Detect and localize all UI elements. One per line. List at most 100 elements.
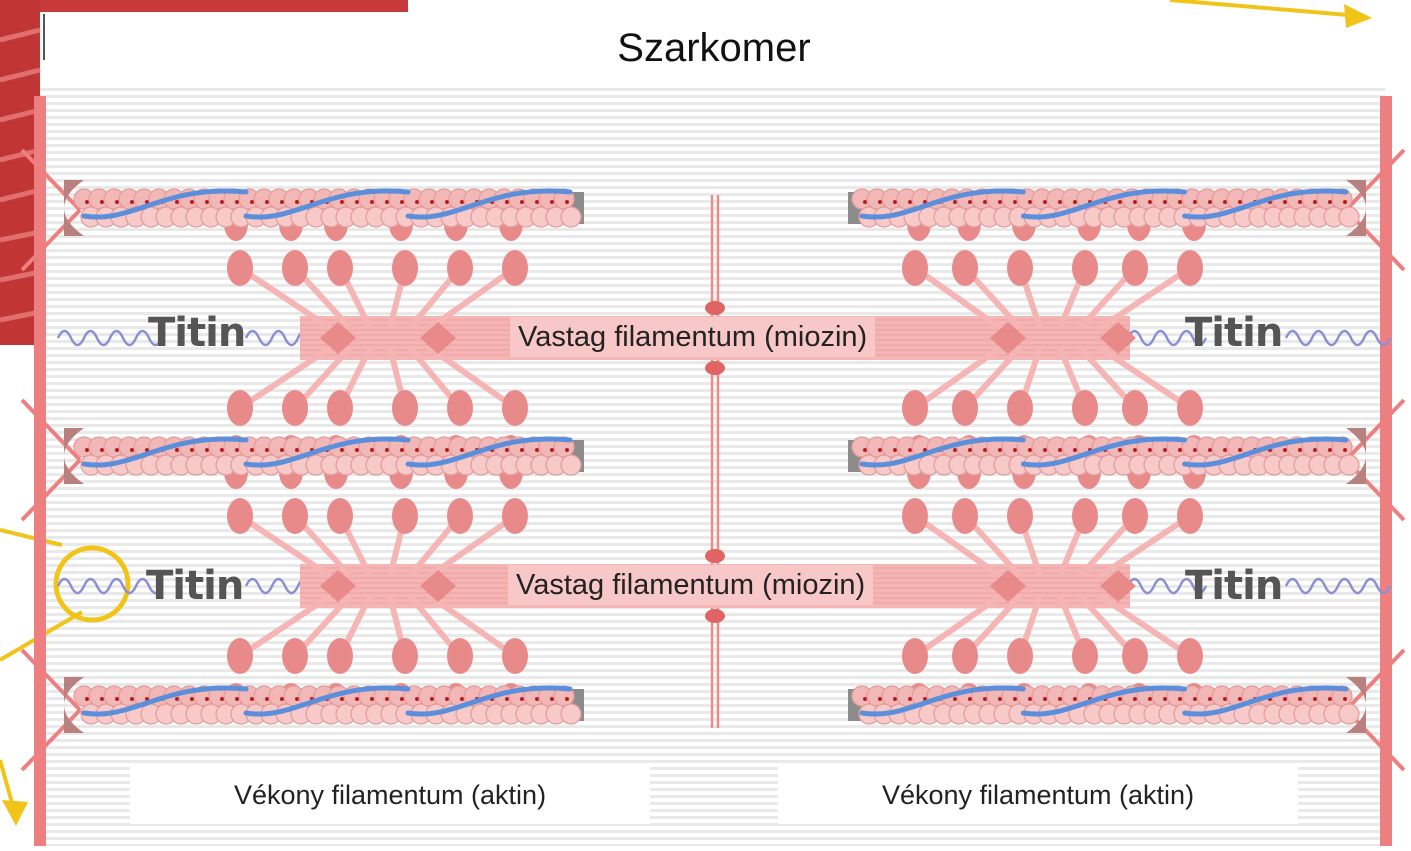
stripe xyxy=(40,746,1385,749)
actin-binding-site xyxy=(340,697,344,701)
myosin-head-icon xyxy=(1177,390,1203,426)
actin-binding-site xyxy=(535,697,539,701)
actin-binding-site xyxy=(1298,697,1302,701)
stripe xyxy=(40,760,1385,763)
actin-binding-site xyxy=(1178,697,1182,701)
actin-binding-site xyxy=(175,697,179,701)
actin-binding-site xyxy=(205,448,209,452)
actin-binding-site xyxy=(1343,448,1347,452)
actin-binding-site xyxy=(445,697,449,701)
stripe xyxy=(40,88,1385,91)
actin-binding-site xyxy=(190,697,194,701)
m-line-node xyxy=(705,361,725,375)
actin-binding-site xyxy=(1328,200,1332,204)
actin-binding-site xyxy=(1223,697,1227,701)
z-disc-right xyxy=(1380,96,1392,846)
actin-monomer xyxy=(1339,455,1359,475)
actin-binding-site xyxy=(1118,697,1122,701)
actin-binding-site xyxy=(998,448,1002,452)
myosin-head-icon xyxy=(327,498,353,534)
actin-binding-site xyxy=(295,697,299,701)
actin-binding-site xyxy=(415,448,419,452)
stripe xyxy=(40,837,1385,840)
myosin-head-icon xyxy=(282,638,308,674)
actin-binding-site xyxy=(370,697,374,701)
actin-binding-site xyxy=(983,697,987,701)
actin-binding-site xyxy=(953,200,957,204)
myosin-head-icon xyxy=(282,498,308,534)
myosin-head-icon xyxy=(1122,390,1148,426)
arrow-head-icon xyxy=(2,800,28,826)
actin-binding-site xyxy=(175,200,179,204)
myosin-head-icon xyxy=(502,390,528,426)
myosin-head-icon xyxy=(1177,638,1203,674)
stripe xyxy=(40,116,1385,119)
actin-binding-site xyxy=(1133,200,1137,204)
actin-binding-site xyxy=(1058,697,1062,701)
myosin-head-icon xyxy=(1177,498,1203,534)
stripe xyxy=(40,109,1385,112)
actin-binding-site xyxy=(85,448,89,452)
actin-binding-site xyxy=(280,448,284,452)
actin-binding-site xyxy=(190,448,194,452)
myosin-head-icon xyxy=(392,638,418,674)
actin-binding-site xyxy=(565,448,569,452)
actin-binding-site xyxy=(1133,697,1137,701)
stripe xyxy=(40,123,1385,126)
actin-binding-site xyxy=(968,200,972,204)
actin-binding-site xyxy=(1043,697,1047,701)
actin-binding-site xyxy=(400,448,404,452)
actin-binding-site xyxy=(1223,448,1227,452)
myosin-head-icon xyxy=(392,390,418,426)
actin-binding-site xyxy=(505,448,509,452)
actin-binding-site xyxy=(1028,200,1032,204)
actin-monomer xyxy=(1339,207,1359,227)
actin-binding-site xyxy=(1298,200,1302,204)
stripe xyxy=(40,753,1385,756)
actin-binding-site xyxy=(863,448,867,452)
myosin-head-icon xyxy=(282,390,308,426)
actin-binding-site xyxy=(430,200,434,204)
myosin-head-icon xyxy=(447,498,473,534)
actin-binding-site xyxy=(535,200,539,204)
actin-binding-site xyxy=(968,448,972,452)
myosin-head-icon xyxy=(227,498,253,534)
stripe xyxy=(40,137,1385,140)
myosin-head-icon xyxy=(902,638,928,674)
stripe xyxy=(40,130,1385,133)
actin-binding-site xyxy=(100,448,104,452)
stripe xyxy=(40,151,1385,154)
actin-monomer xyxy=(561,704,581,724)
actin-binding-site xyxy=(445,448,449,452)
actin-binding-site xyxy=(1313,448,1317,452)
actin-binding-site xyxy=(85,697,89,701)
myosin-head-icon xyxy=(952,250,978,286)
actin-binding-site xyxy=(235,200,239,204)
m-line-node xyxy=(705,609,725,623)
thick-filament-label-1: Vastag filamentum (miozin) xyxy=(510,317,875,357)
myosin-head-icon xyxy=(327,390,353,426)
actin-binding-site xyxy=(893,697,897,701)
actin-binding-site xyxy=(1043,200,1047,204)
actin-binding-site xyxy=(1328,448,1332,452)
thin-filament-label-left: Vékony filamentum (aktin) xyxy=(130,766,650,824)
actin-binding-site xyxy=(998,697,1002,701)
actin-binding-site xyxy=(1208,200,1212,204)
actin-binding-site xyxy=(1058,200,1062,204)
myosin-head-icon xyxy=(1007,638,1033,674)
stripe xyxy=(40,186,1385,189)
actin-binding-site xyxy=(505,200,509,204)
actin-binding-site xyxy=(385,697,389,701)
actin-binding-site xyxy=(340,200,344,204)
actin-binding-site xyxy=(908,697,912,701)
myosin-head-icon xyxy=(282,250,308,286)
actin-binding-site xyxy=(535,448,539,452)
actin-binding-site xyxy=(1028,697,1032,701)
actin-binding-site xyxy=(115,697,119,701)
actin-binding-site xyxy=(983,448,987,452)
diagram-title: Szarkomer xyxy=(538,12,890,84)
actin-binding-site xyxy=(355,200,359,204)
actin-binding-site xyxy=(983,200,987,204)
myosin-head-icon xyxy=(447,390,473,426)
